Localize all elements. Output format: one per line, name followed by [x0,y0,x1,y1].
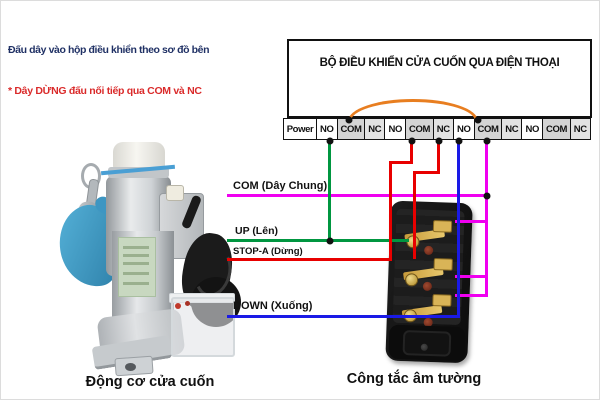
wire-com-stub-2 [455,275,487,278]
switch-brass-tab-1 [432,220,453,233]
junction-dot-com3 [483,137,491,145]
motor-connector-nub [166,185,184,201]
terminal-com-2: COM [405,118,434,140]
wire-nc-jog [413,171,440,174]
motor-photo [54,135,241,377]
caption-switch: Công tắc âm tường [346,371,482,387]
wire-stop-horizontal [227,258,392,261]
terminal-no-1: NO [315,118,338,140]
terminal-no-2: NO [384,118,407,140]
wire-down-horizontal [227,315,460,318]
terminal-nc-3: NC [501,118,523,140]
junction-dot-no3 [455,137,463,145]
motor-red-screw-2 [185,301,190,306]
instruction-line-1: Đấu dây vào hộp điều khiển theo sơ đồ bê… [8,44,210,56]
wire-com-horizontal [227,194,489,197]
wire-label-com: COM (Dây Chung) [233,180,328,192]
terminal-nc-2: NC [432,118,454,140]
terminal-no-4: NO [521,118,544,140]
motor-foot-hole [125,363,136,371]
terminal-com-4: COM [542,118,571,140]
jumper-dot-left [345,116,353,124]
terminal-nc-4: NC [569,118,591,140]
wire-label-up: UP (Lên) [235,225,278,237]
junction-dot-nc2 [435,137,443,145]
terminal-no-3: NO [452,118,475,140]
wire-up-horizontal [227,239,409,242]
switch-cover-recess [402,330,452,357]
wire-up-vertical [328,140,331,243]
motor-cap-ring [108,167,169,178]
wire-com-stub-3 [455,294,487,297]
wire-nc-vertical-1 [437,140,440,174]
wire-stop-jog [389,161,413,164]
wire-down-vertical [457,140,460,318]
terminal-power: Power [283,118,317,140]
controller-title: BỘ ĐIỀU KHIỂN CỬA CUỐN QUA ĐIỆN THOẠI [319,57,560,69]
junction-dot-no1 [326,137,334,145]
wire-nc-vertical-2 [413,171,416,259]
junction-dot-up [326,237,334,245]
wire-stop-vertical-2 [389,161,392,261]
wire-com-stub-1 [455,220,487,223]
motor-red-screw [175,303,181,309]
wire-label-down: DOWN (Xuống) [233,300,313,312]
wire-stop-vertical-1 [410,140,413,164]
motor-spec-label [118,237,156,297]
wire-com-vertical [485,140,488,297]
junction-dot-com-line [483,192,491,200]
switch-brass-tab-3 [432,294,452,307]
junction-dot-com2 [408,137,416,145]
terminal-nc-1: NC [364,118,386,140]
jumper-dot-right [474,116,482,124]
wire-label-stop: STOP-A (Dừng) [233,246,303,257]
switch-brass-tab-2 [433,258,453,271]
motor-clear-box [171,297,235,357]
instruction-line-2: * Dây DỪNG đấu nối tiếp qua COM và NC [8,85,202,97]
caption-motor: Động cơ cửa cuốn [85,374,215,390]
